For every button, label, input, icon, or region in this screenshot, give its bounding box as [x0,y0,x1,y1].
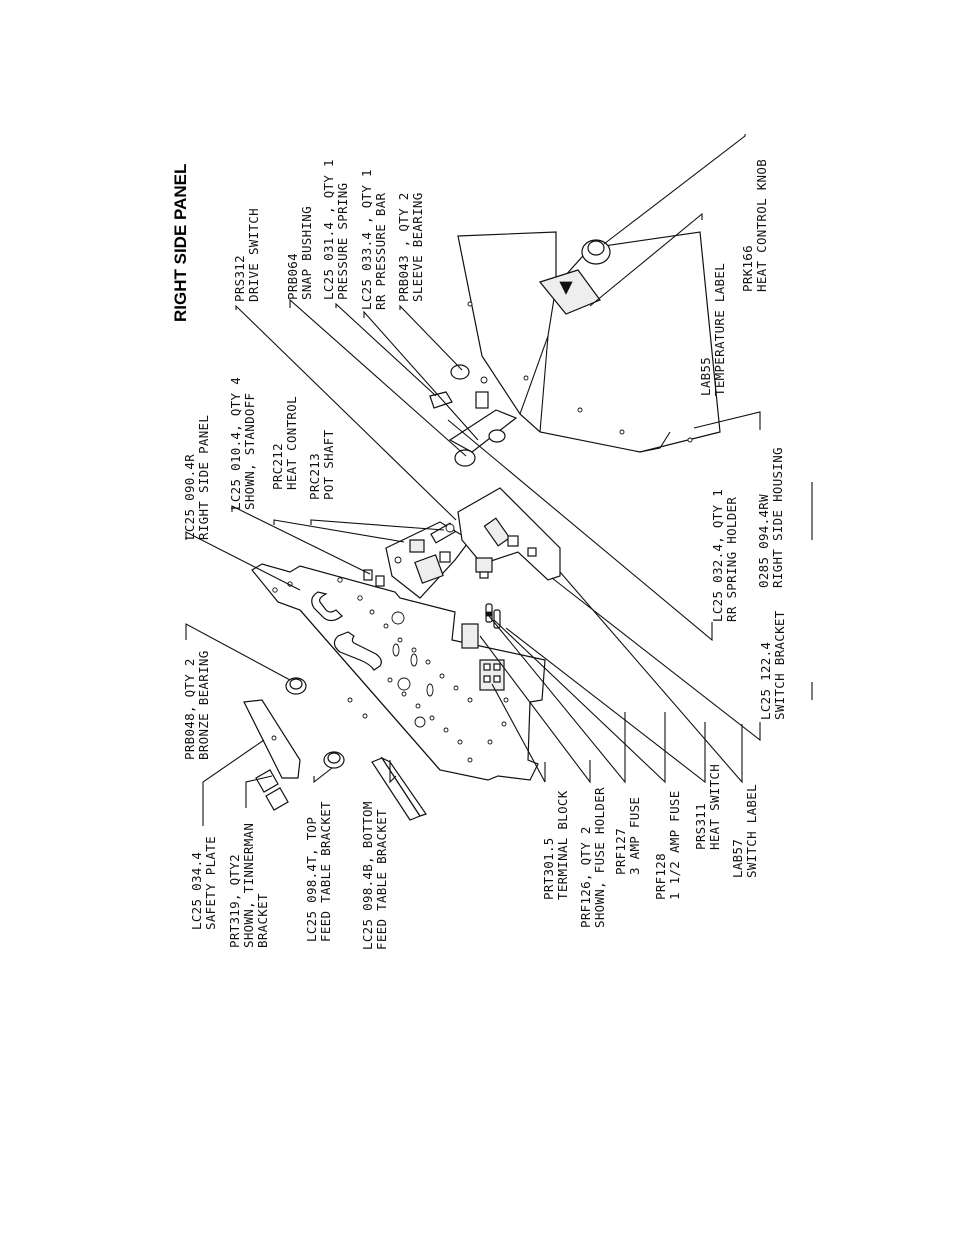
callout-o285: 0285 094.4RW RIGHT SIDE HOUSING [756,447,785,588]
callout-prt319: PRT319, QTY2 SHOWN, TINNERMAN BRACKET [227,823,270,948]
callout-prt301: PRT301.5 TERMINAL BLOCK [541,790,570,900]
bronze-bearing-bottom [323,751,345,769]
svg-text:LC25 033.4 , QTY 1: LC25 033.4 , QTY 1 [359,169,374,310]
svg-text:0285 094.4RW: 0285 094.4RW [756,494,771,588]
svg-text:HEAT CONTROL: HEAT CONTROL [284,396,299,490]
svg-text:BRONZE BEARING: BRONZE BEARING [196,650,211,760]
callout-prs311: PRS311 HEAT SWITCH [693,764,722,850]
right-side-housing [457,231,721,453]
callout-prc213: PRC213 POT SHAFT [307,429,336,500]
callout-lc25-031: LC25 031.4 , QTY 1 PRESSURE SPRING [321,159,350,300]
svg-text:RR PRESSURE BAR: RR PRESSURE BAR [373,192,388,310]
callout-prb064: PRB064 SNAP BUSHING [285,206,314,300]
svg-text:PRB043 , QTY 2: PRB043 , QTY 2 [396,192,411,302]
svg-text:LC25 098.4B, BOTTOM: LC25 098.4B, BOTTOM [360,801,375,950]
svg-text:BRACKET: BRACKET [255,893,270,948]
callout-lab57: LAB57 SWITCH LABEL [730,784,759,878]
callout-prs312: PRS312 DRIVE SWITCH [232,208,261,302]
svg-text:PRC212: PRC212 [270,443,285,490]
callout-labels: LAB57 SWITCH LABEL PRS311 HEAT SWITCH PR… [182,159,787,950]
tinnerman-brackets [255,769,289,811]
heat-control-board [385,521,471,599]
safety-plate [243,699,301,779]
svg-text:LC25 031.4 , QTY 1: LC25 031.4 , QTY 1 [321,159,336,300]
svg-text:3 AMP FUSE: 3 AMP FUSE [627,797,642,875]
svg-text:PRT301.5: PRT301.5 [541,837,556,900]
temperature-label [538,269,601,315]
pressure-bar-assembly [429,364,518,467]
svg-text:RR SPRING HOLDER: RR SPRING HOLDER [724,497,739,622]
svg-text:DRIVE SWITCH: DRIVE SWITCH [246,208,261,302]
pot-shaft [430,522,456,544]
svg-text:PRT319, QTY2: PRT319, QTY2 [227,854,242,948]
svg-text:PRF126, QTY 2: PRF126, QTY 2 [578,826,593,928]
svg-text:SNAP BUSHING: SNAP BUSHING [299,206,314,300]
svg-text:POT SHAFT: POT SHAFT [321,429,336,500]
svg-text:HEAT SWITCH: HEAT SWITCH [707,764,722,850]
callout-lc25-010: LC25 010.4, QTY 4 SHOWN, STANDOFF [228,377,257,510]
svg-text:LAB57: LAB57 [730,839,745,878]
callout-prk166: PRK166 HEAT CONTROL KNOB [740,159,769,292]
svg-text:HEAT CONTROL KNOB: HEAT CONTROL KNOB [754,159,769,292]
callout-prc212: PRC212 HEAT CONTROL [270,396,299,490]
right-side-panel-plate [251,563,546,781]
svg-text:PRK166: PRK166 [740,245,755,292]
svg-text:TEMPERATURE LABEL: TEMPERATURE LABEL [712,263,727,396]
leader-lines [185,134,761,826]
callout-prf128: PRF128 1 1/2 AMP FUSE [653,790,682,900]
svg-text:PRB064: PRB064 [285,253,300,300]
svg-text:SLEEVE BEARING: SLEEVE BEARING [410,192,425,302]
svg-text:PRB048, QTY 2: PRB048, QTY 2 [182,658,197,760]
svg-text:PRC213: PRC213 [307,453,322,500]
svg-text:LC25 032.4, QTY 1: LC25 032.4, QTY 1 [710,489,725,622]
callout-lc25-122: LC25 122.4 SWITCH BRACKET [758,610,787,720]
svg-text:PRS312: PRS312 [232,255,247,302]
svg-text:PRF127: PRF127 [613,828,628,875]
page-title: RIGHT SIDE PANEL [171,164,190,322]
svg-text:PRS311: PRS311 [693,803,708,850]
svg-text:RIGHT SIDE HOUSING: RIGHT SIDE HOUSING [770,447,785,588]
svg-text:SHOWN, TINNERMAN: SHOWN, TINNERMAN [241,823,256,948]
svg-text:LC25 034.4: LC25 034.4 [189,852,204,930]
exploded-assembly-drawing [243,231,813,821]
svg-text:SHOWN, FUSE HOLDER: SHOWN, FUSE HOLDER [592,787,607,928]
svg-text:FEED TABLE BRACKET: FEED TABLE BRACKET [318,801,333,942]
svg-text:SWITCH BRACKET: SWITCH BRACKET [772,610,787,720]
callout-lab55: LAB55 TEMPERATURE LABEL [698,263,727,396]
svg-text:SAFETY PLATE: SAFETY PLATE [203,836,218,930]
svg-text:SHOWN, STANDOFF: SHOWN, STANDOFF [242,393,257,510]
callout-prf126: PRF126, QTY 2 SHOWN, FUSE HOLDER [578,787,607,928]
svg-text:SWITCH LABEL: SWITCH LABEL [744,784,759,878]
svg-text:PRF128: PRF128 [653,853,668,900]
callout-prf127: PRF127 3 AMP FUSE [613,797,642,875]
svg-text:LC25 098.4T, TOP: LC25 098.4T, TOP [304,817,319,942]
callout-lc25-090: LC25 090.4R RIGHT SIDE PANEL [182,415,211,540]
svg-text:LC25 122.4: LC25 122.4 [758,642,773,720]
callout-lc25-034: LC25 034.4 SAFETY PLATE [189,836,218,930]
svg-text:LC25 010.4, QTY 4: LC25 010.4, QTY 4 [228,377,243,510]
callout-lc25-098b: LC25 098.4B, BOTTOM FEED TABLE BRACKET [360,801,389,950]
bronze-bearing-top [285,677,307,695]
svg-text:FEED TABLE BRACKET: FEED TABLE BRACKET [374,809,389,950]
standoffs [363,569,385,587]
switch-bracket [457,487,561,581]
callout-prb043: PRB043 , QTY 2 SLEEVE BEARING [396,192,425,302]
svg-text:RIGHT SIDE PANEL: RIGHT SIDE PANEL [196,415,211,540]
svg-text:LAB55: LAB55 [698,357,713,396]
feed-table-brackets [371,756,427,821]
callout-prb048: PRB048, QTY 2 BRONZE BEARING [182,650,211,760]
svg-text:TERMINAL BLOCK: TERMINAL BLOCK [555,790,570,900]
svg-text:PRESSURE SPRING: PRESSURE SPRING [335,183,350,300]
svg-text:1 1/2 AMP FUSE: 1 1/2 AMP FUSE [667,790,682,900]
callout-lc25-098t: LC25 098.4T, TOP FEED TABLE BRACKET [304,801,333,942]
callout-lc25-032: LC25 032.4, QTY 1 RR SPRING HOLDER [710,489,739,622]
svg-text:LC25 090.4R: LC25 090.4R [182,454,197,540]
drive-switch [475,557,493,579]
heat-control-knob [581,239,611,265]
callout-lc25-033: LC25 033.4 , QTY 1 RR PRESSURE BAR [359,169,388,310]
